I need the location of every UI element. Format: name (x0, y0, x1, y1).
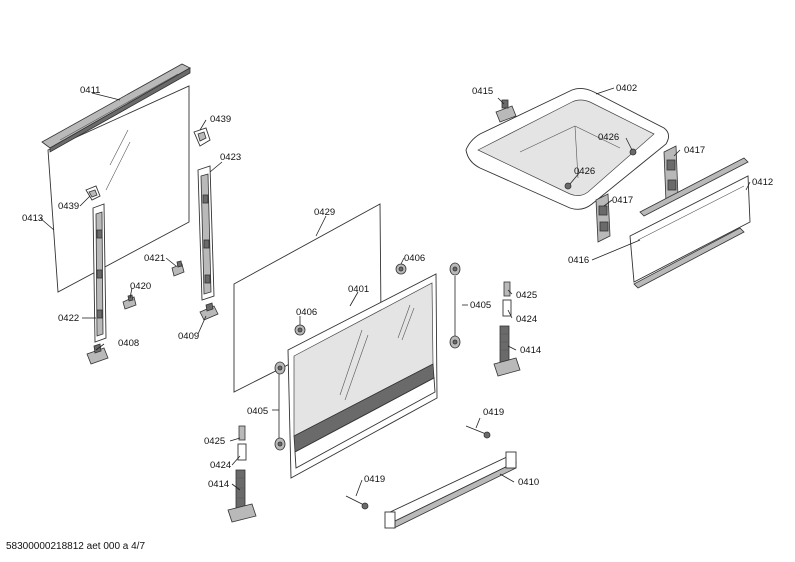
hinge-sleeve-0424-right (502, 299, 512, 317)
part-labels: 0411 0439 0423 0413 0439 0421 0420 0422 … (22, 83, 773, 490)
hinge-0414-right (493, 325, 521, 377)
bumper-0405-c (274, 361, 286, 375)
top-trim-strip-0411 (41, 63, 191, 153)
label-0426-lower: 0426 (574, 166, 595, 177)
label-0425-right: 0425 (516, 290, 537, 301)
label-0414-left: 0414 (208, 479, 229, 490)
label-0417-upper: 0417 (684, 145, 705, 156)
leader-lines (39, 87, 751, 497)
hinge-0414-left (227, 469, 257, 523)
bumper-0405-d (274, 437, 286, 451)
grill-panel-0412 (629, 175, 751, 283)
label-0409: 0409 (178, 331, 199, 342)
label-0401: 0401 (348, 284, 369, 295)
hinge-pin-0425-left (238, 425, 246, 441)
label-0419-lower: 0419 (364, 474, 385, 485)
runner-bracket-0417-upper (663, 145, 679, 203)
label-0405-right: 0405 (470, 300, 491, 311)
label-0410: 0410 (518, 477, 539, 488)
label-0412: 0412 (752, 177, 773, 188)
label-0426-upper: 0426 (598, 132, 619, 143)
bumper-0406-lower (294, 324, 306, 336)
bumper-0405-b (449, 335, 461, 349)
rear-glass-panel-0413 (47, 85, 190, 293)
label-0414-right: 0414 (520, 345, 541, 356)
clip-0439-upper (193, 127, 211, 147)
seal-strip-0416-lower (633, 227, 745, 289)
label-0405-left: 0405 (247, 406, 268, 417)
label-0419-upper: 0419 (483, 407, 504, 418)
label-0415: 0415 (472, 86, 493, 97)
screw-0419-lower (345, 495, 369, 510)
hinge-pin-0425-right (503, 281, 511, 297)
label-0423: 0423 (220, 152, 241, 163)
label-0424-left: 0424 (210, 460, 231, 471)
document-footer: 58300000218812 aet 000 a 4/7 (6, 541, 146, 552)
label-0429: 0429 (314, 207, 335, 218)
label-0413: 0413 (22, 213, 43, 224)
side-rail-0423 (197, 165, 215, 301)
bracket-0409 (199, 302, 219, 321)
hinge-sleeve-0424-left (237, 443, 247, 461)
label-0417-lower: 0417 (612, 195, 633, 206)
latch-0420 (122, 294, 137, 310)
bracket-0408 (86, 343, 109, 365)
clip-0439-lower (85, 185, 101, 201)
label-0424-right: 0424 (516, 314, 537, 325)
label-0439-lower: 0439 (58, 201, 79, 212)
label-0425-left: 0425 (204, 436, 225, 447)
bumper-0405-a (449, 262, 461, 276)
label-0416: 0416 (568, 255, 589, 266)
seal-strip-0416-upper (639, 157, 749, 217)
runner-bracket-0417-lower (595, 193, 611, 243)
bracket-0415 (495, 99, 517, 123)
screw-0419-upper (465, 425, 491, 439)
side-rail-0422 (92, 203, 107, 343)
label-0439-upper: 0439 (210, 114, 231, 125)
label-0406-upper: 0406 (404, 253, 425, 264)
label-0411: 0411 (80, 85, 100, 96)
label-0420: 0420 (130, 281, 151, 292)
label-0406-lower: 0406 (296, 307, 317, 318)
bumper-0406-upper (395, 263, 407, 275)
label-0408: 0408 (118, 338, 139, 349)
tray-0402 (465, 87, 669, 210)
label-0421: 0421 (144, 253, 165, 264)
label-0402: 0402 (616, 83, 637, 94)
label-0422: 0422 (58, 313, 79, 324)
door-0401 (287, 273, 438, 479)
latch-0421 (171, 260, 185, 277)
handle-0410 (384, 451, 517, 529)
